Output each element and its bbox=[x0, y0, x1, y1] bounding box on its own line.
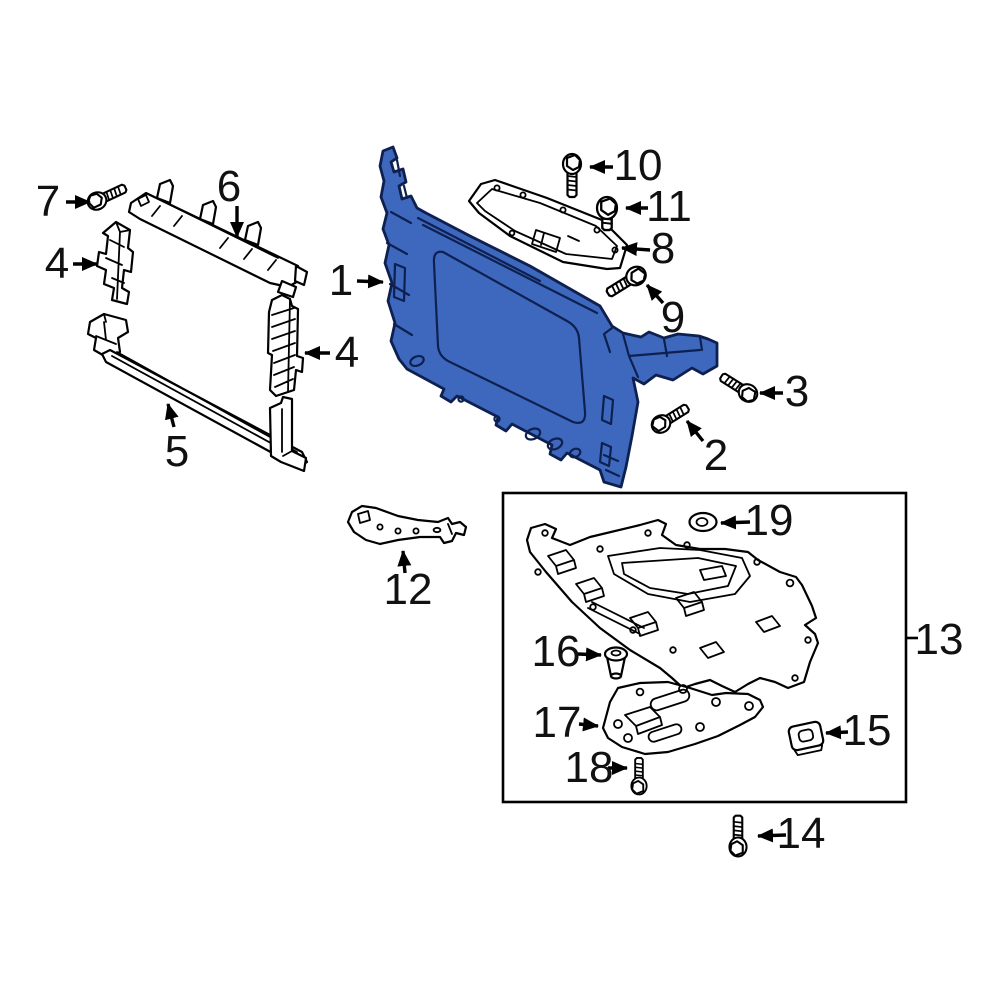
part-bracket-4-left[interactable] bbox=[95, 220, 135, 306]
part-clip-nut-15[interactable] bbox=[787, 720, 825, 757]
part-bolt-3-icon[interactable] bbox=[715, 368, 762, 407]
callout-arrows bbox=[66, 160, 849, 843]
part-sight-shield-8[interactable] bbox=[467, 178, 629, 271]
callout-5[interactable]: 5 bbox=[164, 427, 190, 476]
part-deflector-5[interactable] bbox=[86, 312, 309, 473]
callout-6[interactable]: 6 bbox=[216, 162, 242, 211]
callout-13[interactable]: 13 bbox=[914, 615, 964, 664]
part-bolt-7-icon[interactable] bbox=[83, 178, 131, 214]
group-box-13 bbox=[501, 491, 908, 804]
callout-4-left[interactable]: 4 bbox=[44, 239, 70, 288]
callout-12[interactable]: 12 bbox=[383, 565, 433, 614]
callout-4-right[interactable]: 4 bbox=[334, 328, 360, 377]
part-splash-shield[interactable] bbox=[525, 518, 820, 694]
part-bracket-12[interactable] bbox=[346, 504, 468, 546]
callout-16[interactable]: 16 bbox=[531, 627, 581, 676]
callout-11[interactable]: 11 bbox=[646, 182, 692, 231]
callout-14[interactable]: 14 bbox=[776, 809, 826, 858]
callout-2[interactable]: 2 bbox=[703, 431, 729, 480]
callout-8[interactable]: 8 bbox=[650, 224, 676, 273]
callout-7[interactable]: 7 bbox=[35, 177, 61, 226]
part-retainer-16[interactable] bbox=[603, 646, 629, 680]
callout-19[interactable]: 19 bbox=[744, 496, 794, 545]
part-radiator-support-1[interactable] bbox=[378, 145, 719, 489]
callout-3[interactable]: 3 bbox=[784, 367, 810, 416]
part-bolt-14-icon[interactable] bbox=[728, 814, 748, 858]
part-bolt-10-icon[interactable] bbox=[561, 152, 583, 199]
callout-9[interactable]: 9 bbox=[660, 293, 686, 342]
callout-18[interactable]: 18 bbox=[564, 743, 614, 792]
part-grommet-19[interactable] bbox=[688, 511, 718, 533]
callout-17[interactable]: 17 bbox=[532, 698, 582, 747]
callout-1[interactable]: 1 bbox=[328, 256, 354, 305]
callout-10[interactable]: 10 bbox=[613, 141, 663, 190]
part-skid-plate-17[interactable] bbox=[601, 680, 765, 756]
part-rail-6[interactable] bbox=[127, 178, 309, 299]
part-bolt-2-icon[interactable] bbox=[647, 399, 694, 438]
part-bolt-18-icon[interactable] bbox=[630, 757, 648, 796]
callout-15[interactable]: 15 bbox=[842, 706, 892, 755]
part-shutter-4-right[interactable] bbox=[266, 293, 305, 398]
